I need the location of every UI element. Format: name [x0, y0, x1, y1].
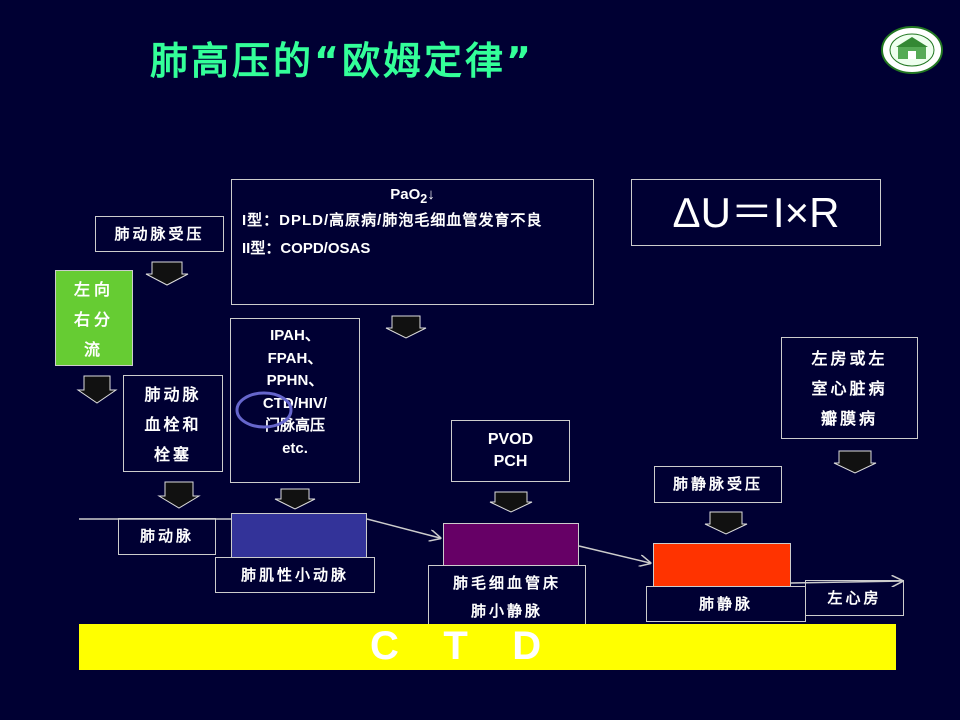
- cause-portal: 门脉高压: [264, 417, 325, 434]
- flow-line-2: [366, 518, 440, 538]
- pulmonary-vein-box: 肺静脉: [646, 586, 806, 622]
- hypoxia-heading: PaO2↓: [242, 186, 583, 206]
- ctd-bar: [79, 624, 896, 670]
- down-arrow-icon: [76, 375, 118, 404]
- cause-pphn: PPHN、: [266, 372, 324, 389]
- left-heart-line-3: 瓣膜病: [820, 409, 878, 428]
- shunt-line-2: 右分: [73, 310, 114, 329]
- hypoxia-box: PaO2↓ I型：DPLD/高原病/肺泡毛细血管发育不良 II型：COPD/OS…: [231, 179, 594, 305]
- cause-etc: etc.: [282, 439, 308, 457]
- left-right-shunt-box: 左向 右分 流: [55, 270, 133, 366]
- small-vein-text: 肺小静脉: [470, 602, 543, 620]
- down-arrow-icon: [833, 450, 877, 474]
- embolism-line-1: 肺动脉: [144, 385, 202, 404]
- shunt-line-3: 流: [83, 340, 104, 359]
- formula-text: ΔU＝I×R: [672, 189, 840, 236]
- hypoxia-type1: I型：DPLD/高原病/肺泡毛细血管发育不良: [242, 212, 543, 229]
- embolism-line-3: 栓塞: [153, 445, 192, 464]
- down-arrow-icon: [274, 488, 316, 510]
- capillary-box: 肺毛细血管床 肺小静脉: [428, 565, 586, 627]
- down-arrow-icon: [145, 261, 189, 286]
- shunt-line-1: 左向: [73, 280, 114, 299]
- down-arrow-icon: [157, 481, 201, 509]
- muscular-arteriole-box: 肺肌性小动脉: [215, 557, 375, 593]
- left-atrium-box: 左心房: [805, 580, 904, 616]
- arteriole-block: [231, 513, 367, 559]
- down-arrow-glyph: ↓: [427, 186, 435, 203]
- cause-ctd-hiv: CTD/HIV/: [262, 394, 328, 412]
- down-arrow-icon: [489, 491, 533, 513]
- pa-compressed-box: 肺动脉受压: [95, 216, 224, 252]
- ohm-formula-box: ΔU＝I×R: [631, 179, 881, 246]
- capillary-bed-text: 肺毛细血管床: [452, 574, 561, 592]
- flow-line-3: [578, 545, 650, 563]
- ctd-text: C T D: [370, 624, 542, 668]
- embolism-line-2: 血栓和: [144, 415, 202, 434]
- down-arrow-icon: [704, 511, 748, 535]
- hypoxia-type2: II型：COPD/OSAS: [242, 240, 371, 257]
- university-logo: [880, 25, 945, 75]
- pao2-subscript: 2: [420, 192, 428, 206]
- pulmonary-artery-box: 肺动脉: [118, 518, 216, 555]
- slide-title: 肺高压的“欧姆定律”: [150, 39, 534, 83]
- left-heart-line-1: 左房或左: [811, 349, 888, 368]
- pch-text: PCH: [493, 453, 528, 470]
- vein-block: [653, 543, 791, 589]
- cause-fpah: FPAH、: [267, 349, 323, 367]
- down-arrow-icon: [385, 315, 427, 339]
- cause-ipah: IPAH、: [270, 327, 320, 344]
- pvod-box: PVOD PCH: [451, 420, 570, 482]
- pv-compressed-box: 肺静脉受压: [654, 466, 782, 503]
- capillary-block: [443, 523, 579, 569]
- left-heart-box: 左房或左 室心脏病 瓣膜病: [781, 337, 918, 439]
- left-heart-line-2: 室心脏病: [811, 379, 888, 398]
- pvod-text: PVOD: [487, 431, 534, 448]
- pao2-text: PaO: [390, 186, 421, 203]
- causes-box: IPAH、 FPAH、 PPHN、 CTD/HIV/ 门脉高压 etc.: [230, 318, 360, 483]
- embolism-box: 肺动脉 血栓和 栓塞: [123, 375, 223, 472]
